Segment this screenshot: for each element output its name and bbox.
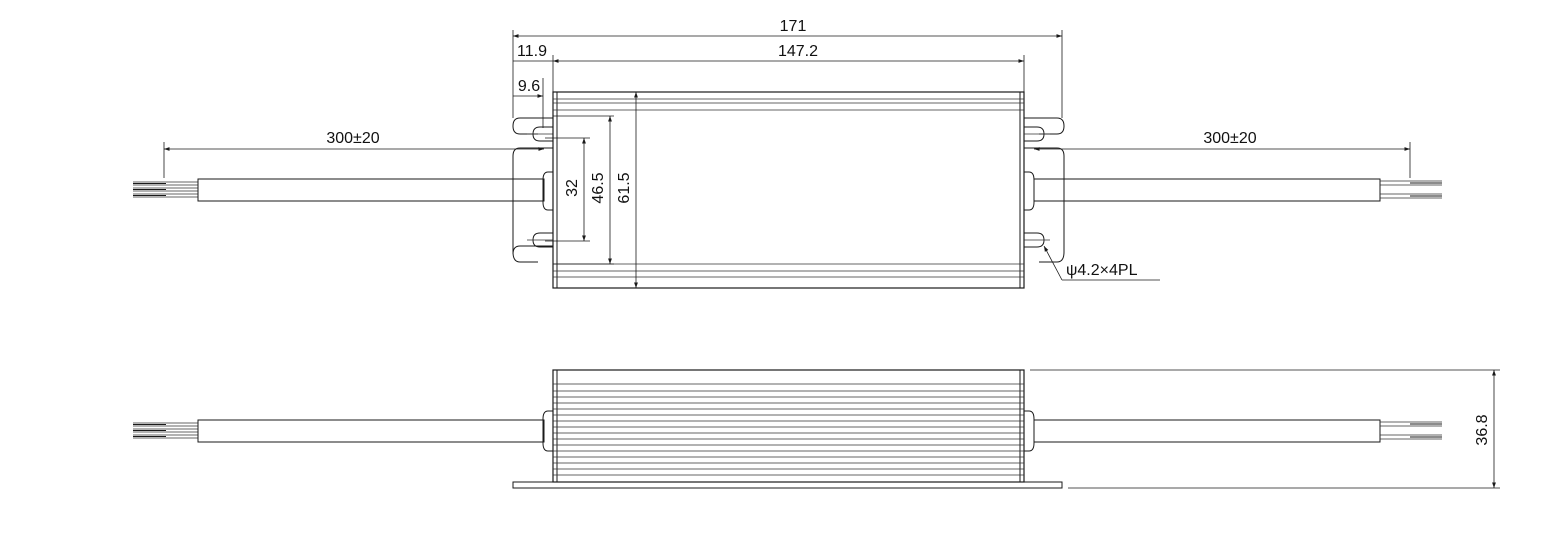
side-left-cable [197,419,545,443]
right-grommet [1024,171,1035,211]
side-right-cable-wires [1380,421,1442,440]
left-cable [197,178,545,202]
left-cable-wires [133,181,198,198]
dim-cable-right: 300±20 [1034,130,1411,178]
dim-total-length-label: 171 [780,18,807,35]
side-left-grommet [542,410,553,452]
hole-callout: ψ4.2×4PL [1043,245,1160,281]
dim-flange-width-label: 46.5 [590,172,607,203]
dim-body-length-label: 147.2 [778,43,818,60]
dim-hole-spacing-label: 32 [564,179,581,197]
dim-flange-offset: 11.9 [513,43,553,62]
dim-hole-offset: 9.6 [513,78,544,128]
right-cable [1033,178,1381,202]
hole-callout-label: ψ4.2×4PL [1066,262,1138,279]
top-view: 171 147.2 11.9 9.6 300±20 [133,18,1442,289]
dim-total-length: 171 [512,18,1063,118]
dim-cable-left: 300±20 [163,130,544,178]
dim-height-label: 36.8 [1474,414,1491,445]
dim-cable-right-label: 300±20 [1203,130,1256,147]
right-cable-wires [1380,180,1442,199]
dim-cable-left-label: 300±20 [326,130,379,147]
side-right-cable [1033,419,1381,443]
psu-body-top [552,91,1025,289]
dim-hole-offset-label: 9.6 [518,78,540,95]
dim-height: 36.8 [1030,369,1500,489]
dim-body-length: 147.2 [552,43,1025,92]
side-view: 36.8 [133,369,1500,489]
side-right-grommet [1024,410,1035,452]
dim-body-width-label: 61.5 [616,172,633,203]
dim-flange-width: 46.5 [553,115,614,265]
side-base-plate [512,481,1063,489]
left-grommet [542,171,553,211]
dim-hole-spacing: 32 [545,137,590,242]
psu-body-side [552,369,1025,483]
side-left-cable-wires [133,422,198,439]
dim-body-width: 61.5 [616,92,638,288]
side-fins [553,383,1024,476]
dim-flange-offset-label: 11.9 [517,43,547,60]
